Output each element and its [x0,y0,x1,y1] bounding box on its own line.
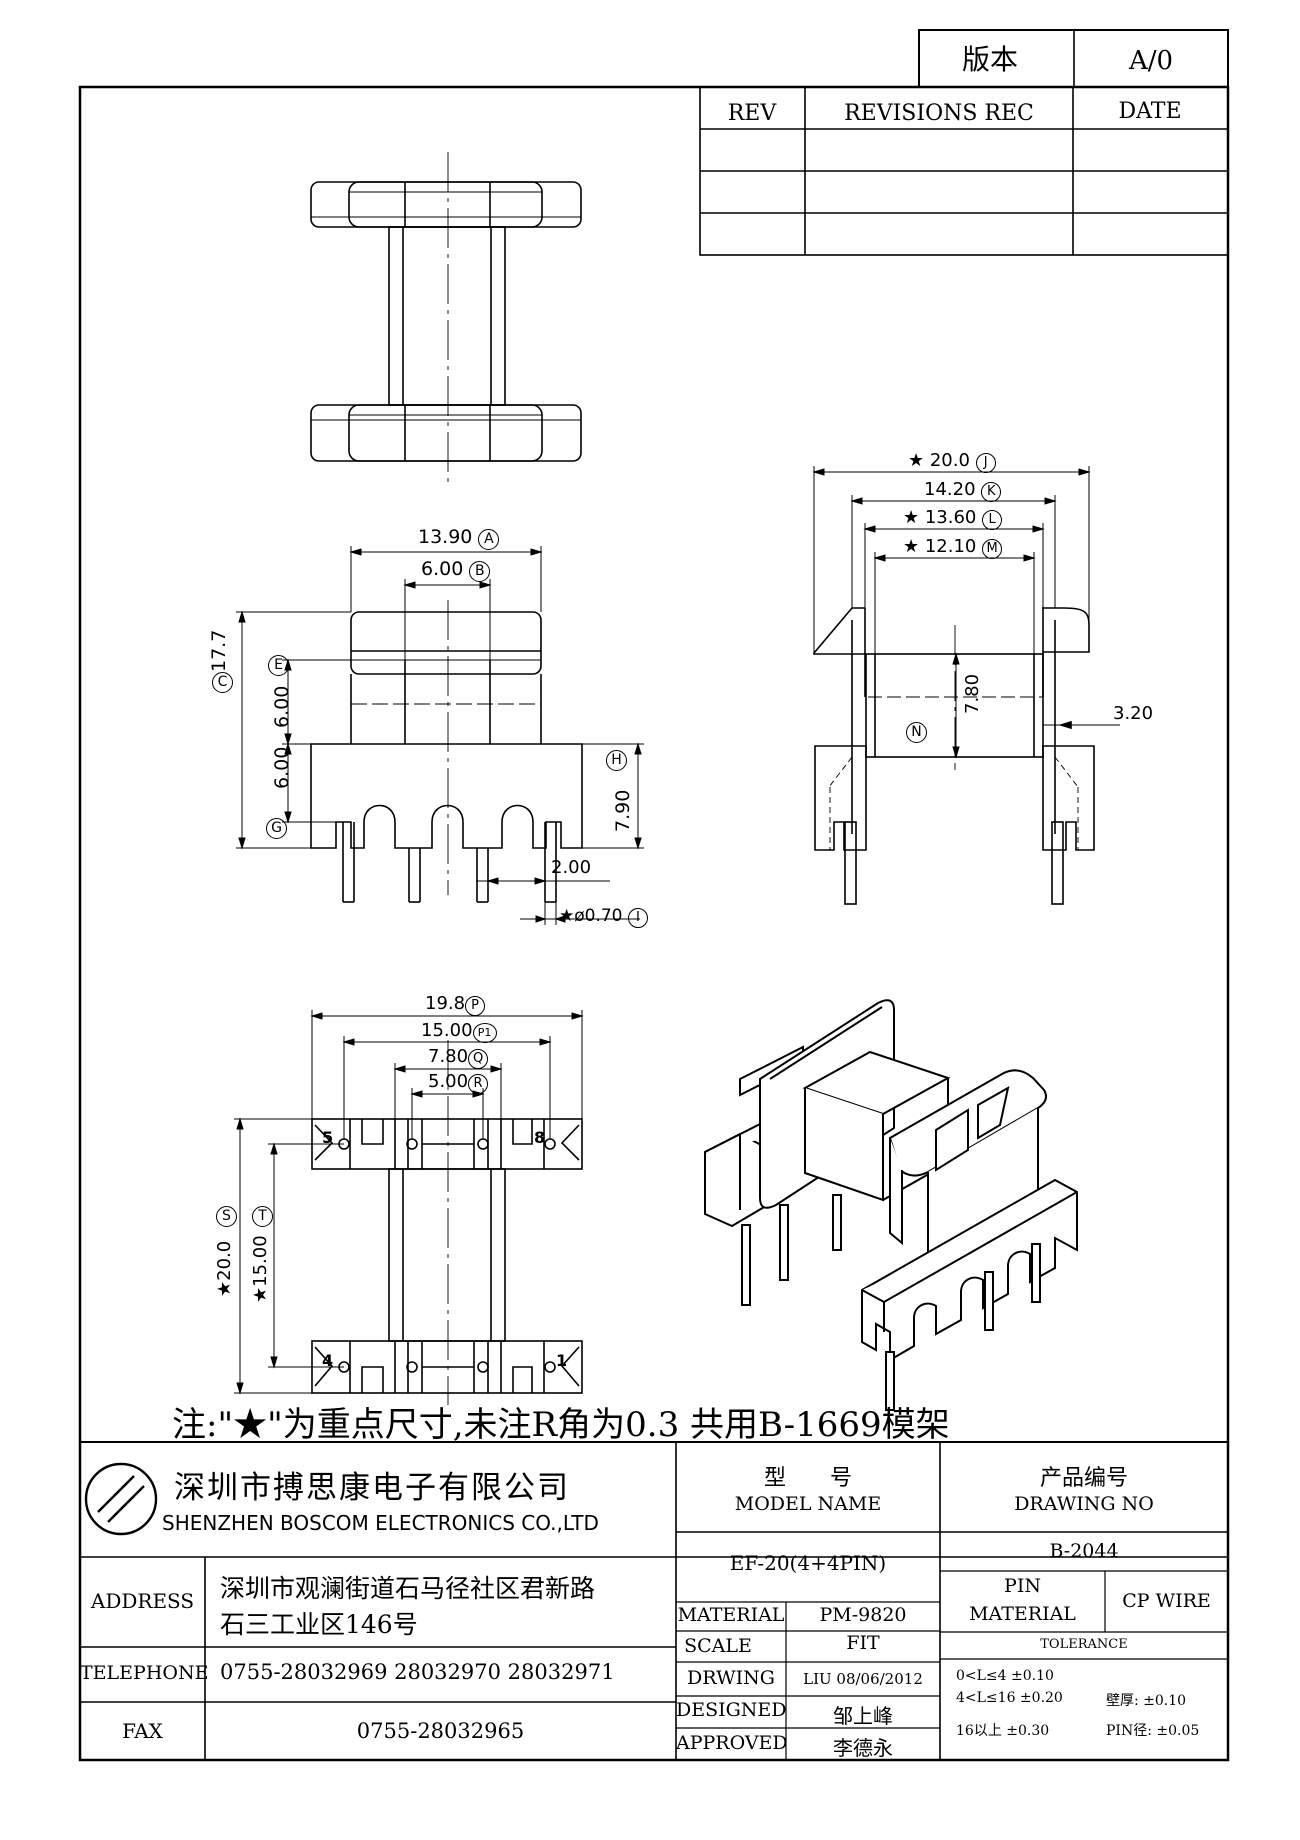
model-name: EF-20(4+4PIN) [729,1551,887,1575]
circle-R: R [468,1074,489,1094]
circle-B: B [469,561,491,582]
dim-C: 17.7 [208,629,230,672]
date-header: DATE [1118,99,1181,124]
dim-B: 6.00 B [421,558,491,582]
revisions-rec-header: REVISIONS REC [844,101,1034,126]
pin-5-label: 5 [322,1128,334,1147]
fax-value: 0755-28032965 [356,1719,525,1743]
address-line1: 深圳市观澜街道石马径社区君新路 [220,1574,596,1603]
circle-I: I [627,908,648,928]
dim-T: ★15.00 [250,1235,271,1303]
sheet-border [78,85,1230,1762]
drawing-no-label-cn: 产品编号 [1039,1466,1128,1491]
fax-label: FAX [122,1719,163,1743]
address-label: ADDRESS [90,1589,195,1613]
rev-header: REV [728,101,778,126]
circle-P: P [465,996,486,1016]
company-name-cn: 深圳市搏思康电子有限公司 [174,1470,570,1506]
material-value: PM-9820 [819,1604,907,1626]
company-logo [84,1462,158,1536]
circle-K: K [981,482,1002,502]
drawing-note: 注:"★"为重点尺寸,未注R角为0.3 共用B-1669模架 [172,1405,950,1445]
approved-label: APPROVED [676,1732,788,1754]
circle-T: T [252,1206,273,1227]
title-block [80,1441,1228,1760]
drawing-no-label-en: DRAWING NO [1014,1493,1154,1515]
circle-Q: Q [468,1049,489,1069]
circle-A: A [478,529,500,550]
dim-J: ★ 20.0 J [908,450,996,473]
address-line2: 石三工业区146号 [220,1610,418,1639]
pin-material-label1: PIN [1004,1575,1041,1597]
tolerance-3: 16以上 ±0.30 [956,1723,1050,1739]
version-label: 版本 [962,43,1018,76]
tolerance-wall: 壁厚: ±0.10 [1106,1693,1187,1709]
scale-label: SCALE [684,1635,752,1657]
designed-value: 邹上峰 [833,1704,893,1728]
dim-I: ★ø0.70 I [559,906,648,928]
scale-value: FIT [846,1632,880,1654]
circle-G: G [266,818,287,839]
tolerance-pin: PIN径: ±0.05 [1106,1723,1200,1739]
dim-E: 6.00 [271,685,293,728]
top-view [310,152,582,482]
designed-label: DESIGNED [676,1699,787,1721]
side-dimensions [812,466,1091,759]
approved-value: 李德永 [833,1736,893,1760]
dim-K: 14.20 K [924,479,1002,502]
circle-H: H [606,750,627,771]
dim-N: 7.80 [962,673,983,714]
circle-M: M [982,539,1003,559]
circle-E: E [268,655,289,676]
circle-L: L [982,510,1003,530]
tolerance-1: 0<L≤4 ±0.10 [956,1668,1054,1684]
telephone-label: TELEPHONE [80,1662,209,1684]
pin-8-label: 8 [534,1128,546,1147]
tolerance-2: 4<L≤16 ±0.20 [956,1690,1063,1706]
pin-material-value: CP WIRE [1122,1590,1211,1612]
tolerance-label: TOLERANCE [1040,1637,1128,1652]
front-dimensions [236,546,644,925]
dim-S: ★20.0 [214,1240,235,1297]
circle-N: N [906,722,927,743]
circle-S: S [216,1206,237,1227]
circle-C: C [212,672,233,693]
drawing-value: LIU 08/06/2012 [803,1670,923,1688]
dim-G: 6.00 [271,746,293,789]
telephone-value: 0755-28032969 28032970 28032971 [220,1660,615,1684]
dim-H: 7.90 [612,789,634,832]
circle-P1: P1 [472,1023,497,1043]
dim-M: ★ 12.10 M [903,536,1003,559]
pin-4-label: 4 [322,1351,334,1370]
dim-A: 13.90 A [418,526,500,550]
dim-wall: 3.20 [1113,703,1154,724]
pin-1-label: 1 [556,1351,568,1370]
drawing-label: DRWING [687,1667,775,1689]
dim-L: ★ 13.60 L [903,507,1003,530]
drawing-no: B-2044 [1049,1540,1119,1562]
revision-table: REV REVISIONS REC DATE [699,86,1229,256]
isometric-view [704,999,1078,1411]
dim-pitch: 2.00 [551,857,592,878]
model-label-en: MODEL NAME [734,1493,882,1515]
company-name-en: SHENZHEN BOSCOM ELECTRONICS CO.,LTD [162,1511,599,1535]
pin-material-label2: MATERIAL [969,1603,1076,1625]
material-label: MATERIAL [677,1604,785,1626]
circle-J: J [975,453,996,473]
front-view [310,600,583,903]
version-value: A/0 [1128,46,1173,76]
model-label-cn: 型 号 [763,1466,852,1491]
